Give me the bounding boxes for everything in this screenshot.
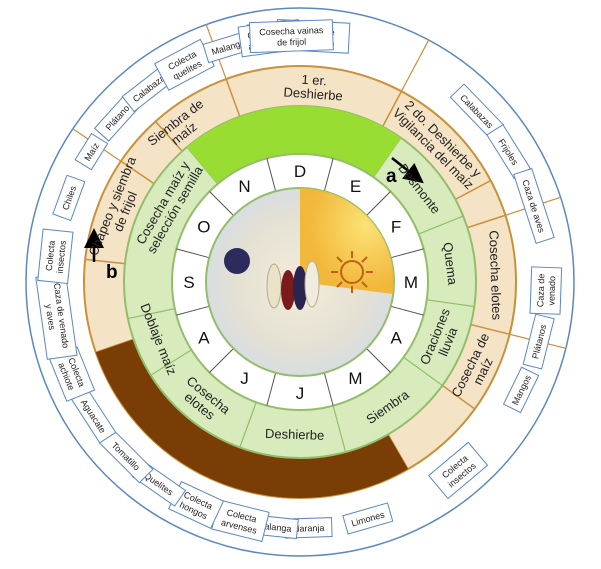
outer-item-label: insectos xyxy=(55,239,68,273)
outer-item-box: Chiles xyxy=(52,174,86,222)
marker-a: a xyxy=(386,166,397,187)
outer-item-label: de frijol xyxy=(277,37,306,48)
outer-item-box: Maíz xyxy=(74,132,109,171)
outer-item-box: Aguacate xyxy=(70,388,117,444)
month-label: F xyxy=(391,218,401,237)
inner-activity-label: Quema xyxy=(440,241,460,286)
outer-item-box: Mangos xyxy=(502,366,540,414)
sun-icon xyxy=(331,251,373,293)
corn-cobs-icon xyxy=(266,260,320,310)
month-label: J xyxy=(296,384,305,403)
outer-item-label: y aves xyxy=(44,303,58,331)
inner-activity-label: Deshierbe xyxy=(265,426,325,443)
month-label: M xyxy=(404,273,418,292)
outer-item-box: Calabazas xyxy=(449,83,505,139)
outer-item-label: Naranja xyxy=(293,523,325,534)
moon-icon xyxy=(224,248,250,274)
bright-green-arc xyxy=(186,106,401,184)
month-label: A xyxy=(390,329,402,348)
outer-item-box: Limones xyxy=(342,502,394,535)
outer-activity-label: Deshierbe xyxy=(283,84,343,103)
outer-activity-label: Cosecha elotes xyxy=(486,230,504,321)
outer-activity-label: 1 er. xyxy=(301,72,327,89)
month-label: O xyxy=(197,218,210,237)
month-label: J xyxy=(240,369,249,388)
month-label: A xyxy=(198,329,210,348)
month-label: M xyxy=(348,369,362,388)
outer-item-label: Cosecha vainas xyxy=(259,25,324,37)
outer-item-label: venado xyxy=(546,276,557,306)
outer-item-box: Plátanos xyxy=(522,313,555,370)
arrow-a-icon xyxy=(391,157,424,184)
sun-quadrant xyxy=(300,188,394,294)
month-label: D xyxy=(294,162,306,181)
month-labels: E F M A M J J A S O N D xyxy=(183,162,418,403)
month-label: E xyxy=(350,177,361,196)
brown-harvest-band xyxy=(95,339,408,498)
month-label: S xyxy=(183,273,194,292)
outer-item-label: Colecta xyxy=(44,240,57,271)
outer-item-label: Caza de xyxy=(535,273,546,307)
marker-b: b xyxy=(106,262,118,283)
month-label: N xyxy=(238,177,250,196)
